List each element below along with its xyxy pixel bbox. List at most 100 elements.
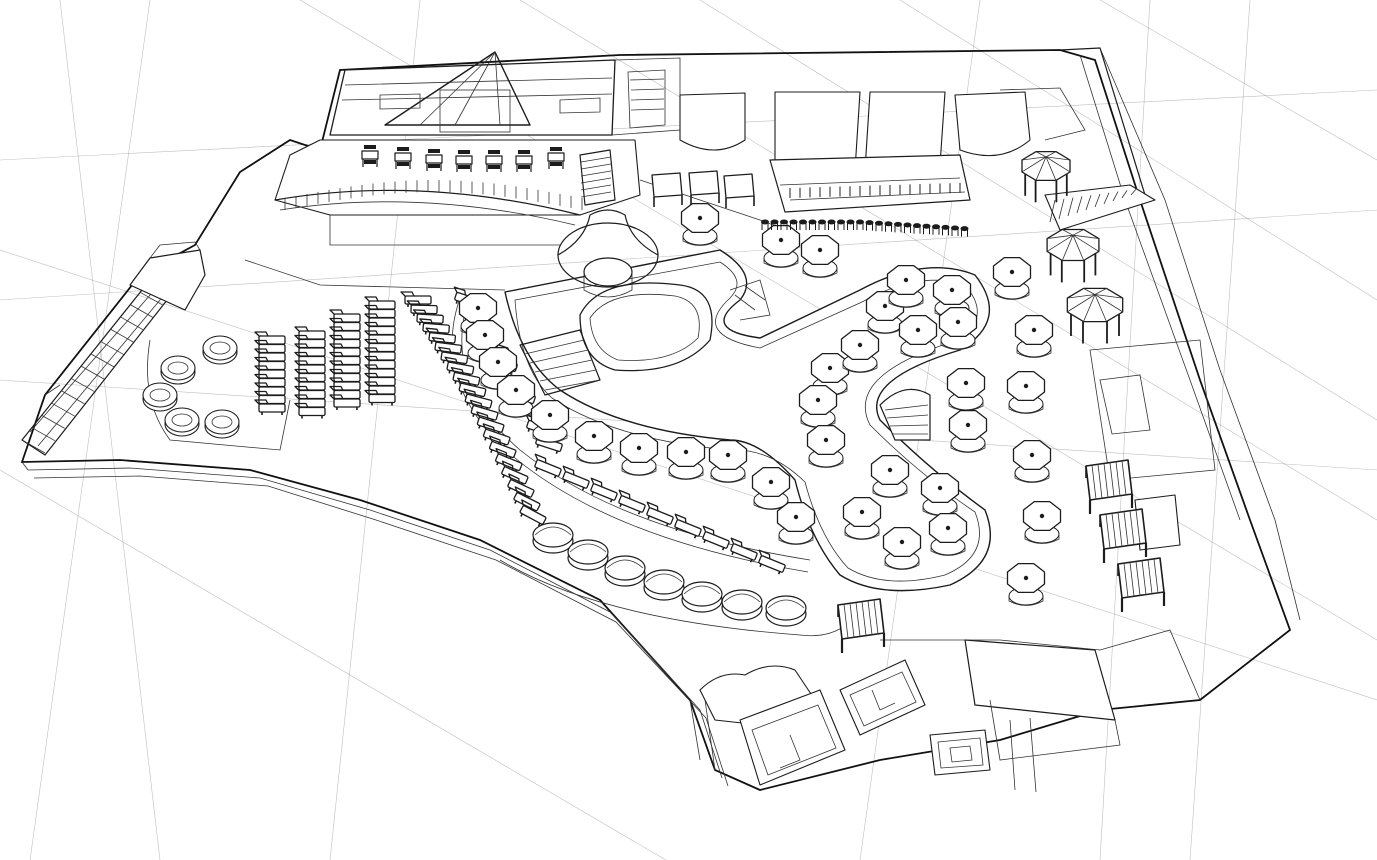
round-daybed — [532, 522, 574, 554]
south-east-deck — [880, 629, 1201, 793]
umbrella-table — [992, 256, 1032, 300]
terrace-stair — [579, 149, 616, 206]
bar-stool — [837, 219, 845, 230]
dining-table — [455, 150, 473, 172]
sun-lounger — [590, 477, 618, 503]
bar-stool — [922, 223, 931, 235]
sun-lounger — [488, 435, 517, 460]
umbrella-table — [1006, 562, 1046, 606]
umbrella-table — [898, 314, 938, 358]
sun-lounger — [507, 473, 535, 500]
bar-stool — [932, 224, 940, 235]
gazebos — [1021, 150, 1124, 344]
round-daybed — [681, 581, 723, 613]
lounge-sofa-2 — [839, 659, 926, 736]
lounge-sofa-1 — [739, 689, 846, 786]
sun-lounger — [329, 394, 361, 410]
sun-lounger — [412, 309, 444, 327]
bar-stool — [856, 219, 864, 230]
spiral-stair — [879, 388, 931, 441]
gazebo — [1021, 150, 1071, 203]
bar-stool — [951, 225, 959, 236]
round-daybed — [721, 589, 763, 621]
bar-table — [651, 172, 683, 207]
sun-lounger — [501, 460, 529, 487]
bar-stool — [903, 222, 912, 233]
sun-lounger — [444, 356, 475, 378]
walkway-pavilion — [129, 249, 206, 311]
bar-stool — [818, 219, 826, 230]
round-lounge-pods — [142, 335, 240, 439]
bar-stool — [770, 219, 779, 230]
sun-lounger — [758, 549, 786, 575]
umbrella-table — [840, 329, 880, 373]
round-daybed — [643, 569, 685, 601]
sun-lounger — [618, 489, 646, 515]
sun-lounger — [495, 447, 523, 473]
sun-lounger — [364, 389, 396, 406]
umbrella-table — [920, 472, 960, 516]
sun-lounger — [450, 366, 481, 388]
sun-lounger-rows — [254, 286, 786, 575]
bar-stool — [761, 219, 769, 230]
bar-stool — [875, 220, 883, 232]
umbrella-table — [948, 409, 988, 453]
bar-counter — [769, 154, 971, 213]
umbrella-table — [708, 439, 748, 483]
umbrella-table — [619, 432, 659, 476]
main-building — [274, 51, 681, 246]
bar-table — [723, 173, 755, 208]
round-daybed — [604, 555, 646, 587]
sun-lounger — [425, 327, 457, 346]
umbrella-table — [1006, 370, 1046, 414]
umbrella-tables — [458, 202, 1062, 606]
sun-lounger — [702, 525, 730, 551]
bar-table — [688, 170, 720, 205]
bar-stool — [799, 219, 807, 230]
round-daybed — [567, 539, 609, 571]
central-pool-basin — [579, 282, 713, 372]
covered-walkway — [21, 241, 206, 456]
umbrella-table — [800, 234, 840, 278]
sun-lounger — [254, 399, 286, 415]
umbrella-table — [1012, 439, 1052, 483]
bar-stool — [865, 220, 874, 231]
dining-table — [515, 150, 533, 172]
umbrella-table — [928, 512, 968, 556]
umbrella-table — [870, 454, 910, 498]
bar-stools — [761, 182, 969, 237]
umbrella-table — [666, 436, 706, 480]
sun-lounger — [482, 423, 511, 448]
bar-stool — [894, 221, 902, 233]
sun-lounger — [534, 453, 562, 479]
sun-lounger — [476, 411, 505, 435]
umbrella-table — [842, 496, 882, 540]
sun-lounger — [646, 501, 674, 527]
terrace-dining-tables — [361, 145, 755, 208]
umbrella-table — [530, 399, 570, 443]
cabana — [1117, 557, 1166, 612]
cabana — [1085, 459, 1134, 514]
east-stair — [1044, 184, 1156, 231]
umbrella-table — [776, 501, 816, 545]
sun-lounger — [513, 486, 541, 513]
lounge-pod — [164, 407, 200, 437]
umbrella-table — [751, 466, 791, 510]
dining-table — [361, 145, 379, 167]
dining-table — [425, 149, 443, 171]
gazebo — [1046, 228, 1100, 283]
east-edge — [1044, 47, 1301, 621]
umbrella-table — [882, 526, 922, 570]
umbrella-table — [806, 424, 846, 468]
sun-lounger — [730, 537, 758, 563]
lounge-pod — [160, 355, 196, 385]
upper-right-pavilions — [679, 87, 1086, 213]
gazebo — [1066, 287, 1124, 344]
sun-lounger — [562, 465, 590, 491]
umbrella-table — [946, 367, 986, 411]
bar-stool — [960, 226, 969, 237]
cabana — [837, 598, 886, 653]
umbrella-table — [1014, 314, 1054, 358]
